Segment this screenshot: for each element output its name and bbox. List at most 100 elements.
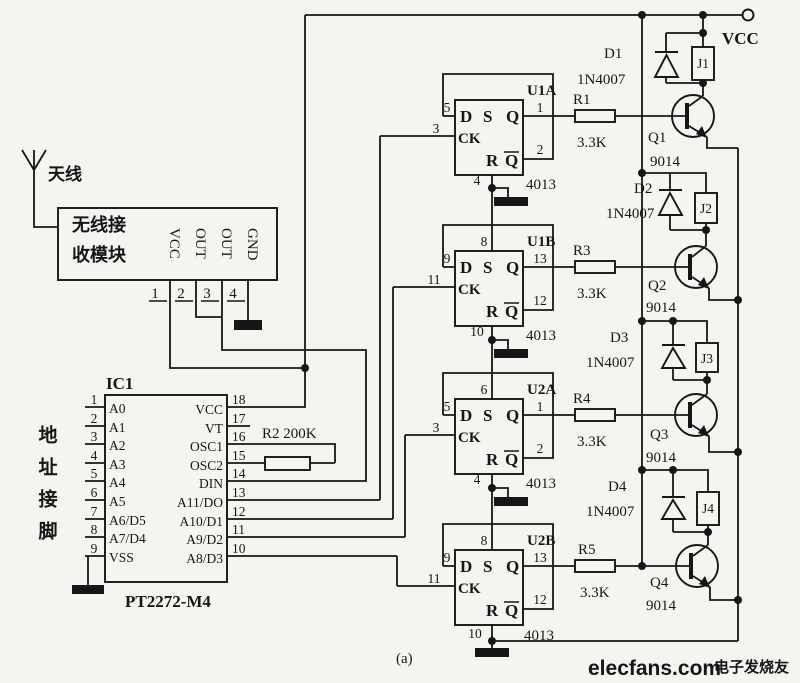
res-ref: R1 <box>573 92 591 108</box>
ff-qbar: Q <box>505 151 518 170</box>
module-pin3-num: 3 <box>203 286 211 302</box>
relay-j4: J4 <box>696 491 720 526</box>
diode-ref: D2 <box>634 181 652 197</box>
transistor-q3: Q3 9014 <box>646 393 718 466</box>
ff-qbar: Q <box>505 601 518 620</box>
watermark-brand: elecfans.com <box>588 657 721 680</box>
wires <box>21 14 742 648</box>
ff-ck: CK <box>458 131 481 147</box>
tr-part: 9014 <box>646 598 677 614</box>
pin-label: VT <box>205 421 224 436</box>
ff-q: Q <box>506 258 519 277</box>
relay-ref: J2 <box>700 201 712 216</box>
pin-label: A2 <box>109 438 126 453</box>
resistor-r2: R2 200K <box>262 426 317 471</box>
pin-num: 6 <box>91 485 98 500</box>
ff-d: D <box>460 107 472 126</box>
ff-r: R <box>486 302 499 321</box>
diode-part: 1N4007 <box>606 206 655 222</box>
diode-ref: D1 <box>604 46 622 62</box>
ff-q: Q <box>506 557 519 576</box>
pin-num: 5 <box>444 399 451 414</box>
res-val: 3.3K <box>577 135 607 151</box>
ff-d: D <box>460 258 472 277</box>
pin-label: A9/D2 <box>186 532 223 547</box>
ic1-ref: IC1 <box>106 374 133 393</box>
pin-num: 3 <box>91 429 98 444</box>
pin-num: 12 <box>533 293 547 308</box>
pin-label: A3 <box>109 457 126 472</box>
ic1-right-pins: 18 17 16 15 14 13 12 11 10 VCC VT OSC1 O… <box>177 392 246 566</box>
tr-ref: Q1 <box>648 130 666 146</box>
ic1-part: PT2272-M4 <box>125 592 211 611</box>
figure-caption: (a) <box>396 651 413 667</box>
pin-num: 2 <box>537 441 544 456</box>
ff-ck: CK <box>458 581 481 597</box>
pin-num: 9 <box>444 550 451 565</box>
ff-chip: 4013 <box>526 476 556 492</box>
diode-ref: D4 <box>608 479 627 495</box>
flipflop-u2b: D S Q CK R Q 9 11 13 12 10 8 U2B 4013 <box>428 523 575 644</box>
vcc-terminal: VCC <box>722 8 759 48</box>
ff-qbar: Q <box>505 302 518 321</box>
tr-part: 9014 <box>650 154 681 170</box>
relay-ref: J1 <box>697 56 709 71</box>
pin-num: 9 <box>91 541 98 556</box>
resistor-r4: R4 3.3K <box>573 391 616 450</box>
transistor-q2: Q2 9014 <box>646 245 718 316</box>
diode-d2: D2 1N4007 <box>606 181 684 222</box>
pin-label: DIN <box>199 476 223 491</box>
pin-label: A6/D5 <box>109 513 146 528</box>
diode-part: 1N4007 <box>586 504 635 520</box>
res-val: 3.3K <box>577 434 607 450</box>
pin-num: 8 <box>91 522 98 537</box>
ff-chip: 4013 <box>524 628 554 644</box>
tr-ref: Q4 <box>650 575 669 591</box>
pin-num: 2 <box>537 142 544 157</box>
ff-r: R <box>486 151 499 170</box>
pin-num: 6 <box>481 382 488 397</box>
pin-num: 13 <box>533 251 547 266</box>
ff-r: R <box>486 450 499 469</box>
watermark-suffix: 电子发烧友 <box>714 658 789 676</box>
pin-num: 12 <box>533 592 547 607</box>
pin-label: A11/DO <box>177 495 223 510</box>
resistor-r5: R5 3.3K <box>574 542 616 601</box>
pin-num: 11 <box>428 571 441 586</box>
ff-s: S <box>483 557 492 576</box>
res-ref: R5 <box>578 542 596 558</box>
ground-icon <box>475 648 509 657</box>
ic1-side-label: 地址接脚 <box>36 424 58 553</box>
pin-num: 8 <box>481 234 488 249</box>
module-pin3-label: OUT <box>218 228 234 259</box>
module-title-1: 无线接 <box>72 214 126 235</box>
ff-s: S <box>483 107 492 126</box>
ground-icon <box>72 585 104 594</box>
ground-symbols <box>72 197 528 657</box>
ff-q: Q <box>506 406 519 425</box>
pin-num: 13 <box>533 550 547 565</box>
transistor-q4: Q4 9014 <box>646 544 719 614</box>
diode-d3: D3 1N4007 <box>586 330 687 371</box>
ff-d: D <box>460 406 472 425</box>
res-val: 3.3K <box>580 585 610 601</box>
ic1-left-pins: 1 2 3 4 5 6 7 8 9 A0 A1 A2 A3 A4 A5 A6/D… <box>91 392 146 565</box>
ff-chip: 4013 <box>526 328 556 344</box>
receiver-module: 无线接 收模块 VCC OUT OUT GND 1 2 3 4 <box>57 207 278 302</box>
diode-d4: D4 1N4007 <box>586 479 687 520</box>
antenna: 天线 <box>48 164 82 184</box>
module-title-2: 收模块 <box>72 244 127 265</box>
pin-num: 9 <box>444 251 451 266</box>
module-pin2-num: 2 <box>177 286 185 302</box>
ff-q: Q <box>506 107 519 126</box>
pin-num: 11 <box>428 272 441 287</box>
junction-dots <box>301 11 742 645</box>
tr-part: 9014 <box>646 450 677 466</box>
diode-ref: D3 <box>610 330 628 346</box>
antenna-label: 天线 <box>48 164 82 184</box>
flipflop-u1a: D S Q CK R Q 5 3 1 2 4 U1A 4013 <box>433 73 575 193</box>
pin-num: 1 <box>537 100 544 115</box>
relay-ref: J3 <box>701 351 713 366</box>
